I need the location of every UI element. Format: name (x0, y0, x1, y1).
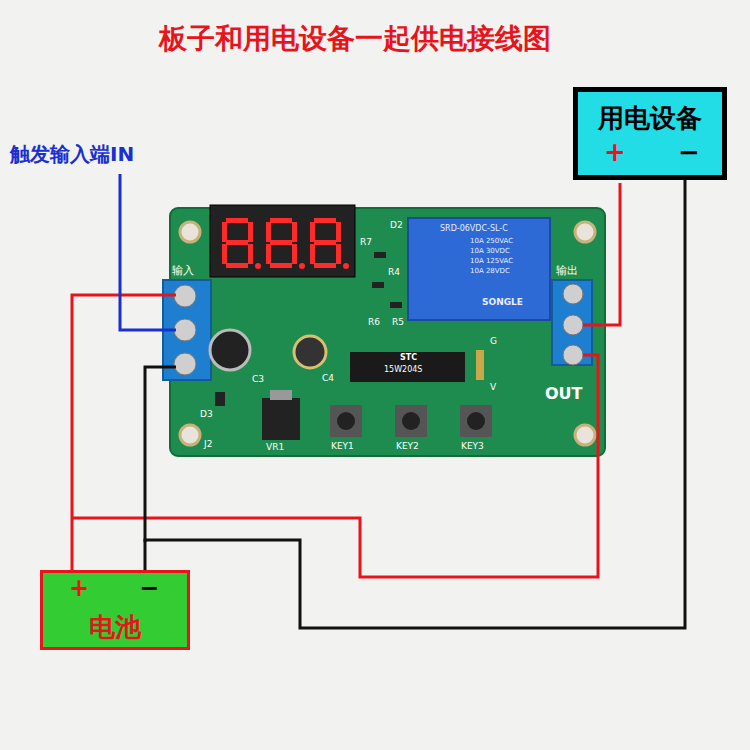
silkscreen-label: D3 (200, 410, 213, 420)
terminal-screw (174, 353, 196, 375)
silkscreen-label: J2 (204, 440, 212, 450)
terminal-screw (563, 315, 583, 335)
relay-marking: SRD-06VDC-SL-C (440, 225, 508, 234)
polarity-plus: + (69, 575, 89, 601)
resistor (390, 302, 402, 308)
silkscreen-label: VR1 (266, 443, 284, 453)
diode (215, 392, 225, 406)
red-wire (583, 183, 620, 325)
silkscreen-label: R5 (392, 318, 404, 328)
button-cap (337, 412, 355, 430)
battery-label: 电池 (89, 613, 141, 642)
terminal-label: 输出 (556, 265, 578, 277)
mounting-hole (180, 425, 200, 445)
polarity-minus: − (678, 138, 700, 167)
silkscreen-label: KEY2 (396, 442, 419, 452)
load-device-box: 用电设备 + − (573, 87, 727, 180)
seven-segment-digit (222, 218, 261, 269)
microcontroller-chip (350, 352, 465, 382)
mounting-hole (180, 222, 200, 242)
output-terminal-block (552, 280, 592, 365)
chip-marking: 15W204S (384, 366, 422, 375)
button-cap (402, 412, 420, 430)
silkscreen-label: R6 (368, 318, 380, 328)
push-button (395, 405, 427, 437)
silkscreen-label: R7 (360, 238, 372, 248)
terminal-screw (174, 319, 196, 341)
polarity-plus: + (604, 138, 626, 167)
push-button (460, 405, 492, 437)
pin-header (476, 350, 484, 380)
silkscreen-label: C4 (322, 374, 334, 384)
led-display (210, 205, 355, 277)
relay-marking: 10A 125VAC (470, 258, 513, 266)
mounting-hole (575, 425, 595, 445)
terminal-screw (563, 284, 583, 304)
push-button (330, 405, 362, 437)
silkscreen-label: D2 (390, 221, 403, 231)
terminal-label: 输入 (172, 265, 194, 277)
capacitor (294, 336, 326, 368)
device-label: 用电设备 (598, 104, 702, 133)
input-callout: 触发输入端IN (10, 143, 134, 165)
chip-marking: STC (400, 354, 417, 363)
relay (408, 218, 550, 320)
relay-marking: 10A 250VAC (470, 238, 513, 246)
blue-wire (120, 174, 176, 330)
silkscreen-label: KEY3 (461, 442, 484, 452)
black-wire (145, 180, 685, 628)
mounting-hole (575, 222, 595, 242)
seven-segment-digit (266, 218, 305, 269)
red-wire (72, 355, 598, 577)
relay-marking: 10A 30VDC (470, 248, 510, 256)
silkscreen-label: R4 (388, 268, 400, 278)
diagram-title: 板子和用电设备一起供电接线图 (0, 22, 710, 56)
black-wire (145, 367, 176, 542)
button-cap (467, 412, 485, 430)
terminal-label: OUT (545, 385, 583, 403)
pin-label: V (490, 383, 496, 393)
polarity-minus: − (139, 575, 159, 601)
red-wire (72, 295, 176, 570)
silkscreen-label: KEY1 (331, 442, 354, 452)
seven-segment-digit (310, 218, 349, 269)
resistor (374, 252, 386, 258)
voltage-regulator (262, 398, 300, 440)
relay-marking: 10A 28VDC (470, 268, 510, 276)
relay-brand: SONGLE (482, 298, 523, 308)
electrolytic-capacitor (210, 330, 250, 370)
pin-label: G (490, 337, 497, 347)
terminal-screw (174, 285, 196, 307)
terminal-screw (563, 345, 583, 365)
resistor (372, 282, 384, 288)
battery-box: + − 电池 (40, 570, 190, 650)
silkscreen-label: C3 (252, 375, 264, 385)
regulator-tab (270, 390, 292, 400)
